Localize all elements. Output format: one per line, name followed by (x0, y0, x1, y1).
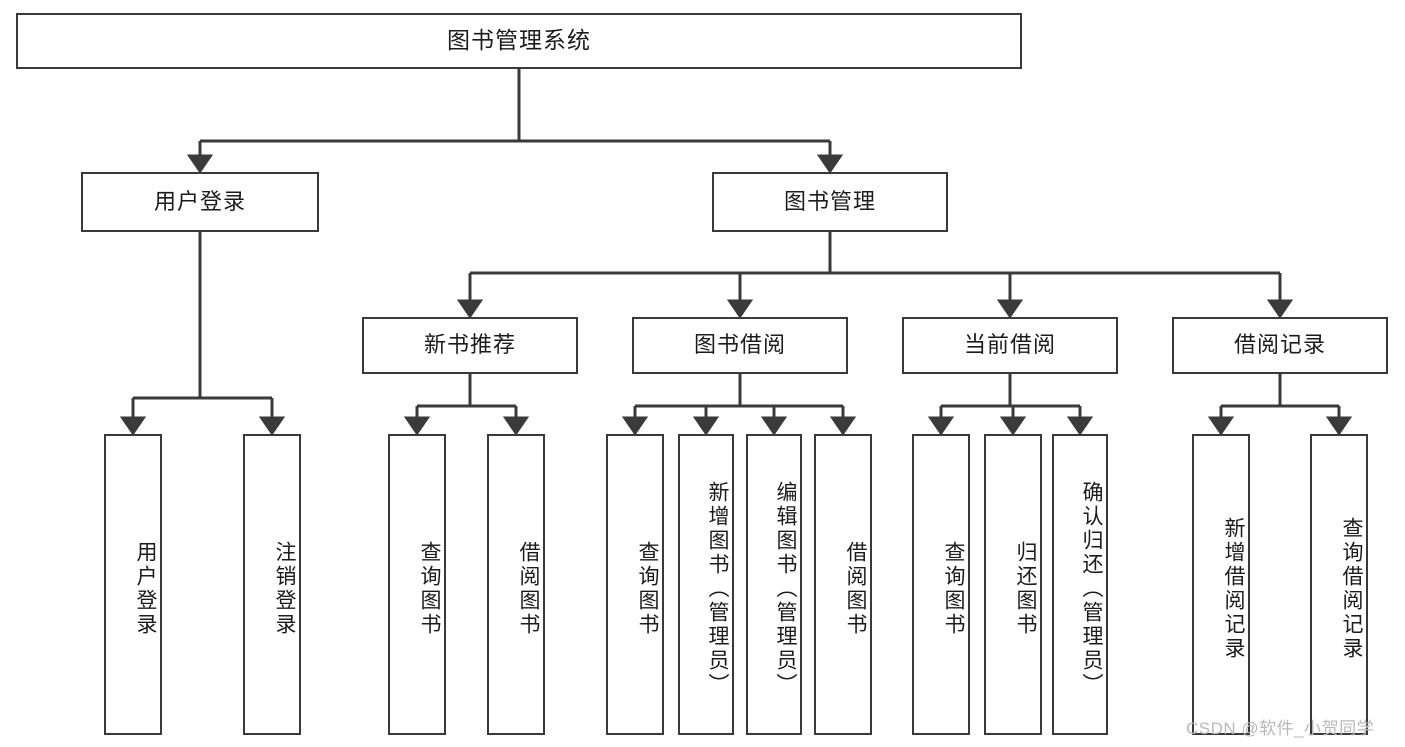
node-label: 用户登录 (153, 188, 246, 214)
leaf-confirm-return-admin[interactable]: 确认归还（管理员） (1052, 434, 1108, 735)
node-label: 注销登录 (273, 540, 296, 637)
csdn-watermark: CSDN @软件_小贺同学 (1186, 719, 1375, 738)
leaf-query-borrow-record[interactable]: 查询借阅记录 (1310, 434, 1368, 735)
node-label: 借阅图书 (844, 540, 867, 637)
leaf-add-book-admin[interactable]: 新增图书（管理员） (678, 434, 734, 735)
node-label: 编辑图书（管理员） (774, 480, 797, 697)
leaf-user-login[interactable]: 用户登录 (104, 434, 162, 735)
node-user-login[interactable]: 用户登录 (81, 172, 319, 232)
leaf-add-borrow-record[interactable]: 新增借阅记录 (1192, 434, 1250, 735)
node-label: 新增借阅记录 (1222, 516, 1245, 661)
leaf-borrow-book-newbook[interactable]: 借阅图书 (487, 434, 545, 735)
node-root-book-management-system[interactable]: 图书管理系统 (16, 13, 1022, 69)
node-label: 当前借阅 (963, 332, 1056, 358)
node-label: 归还图书 (1014, 540, 1037, 637)
leaf-edit-book-admin[interactable]: 编辑图书（管理员） (746, 434, 802, 735)
leaf-logout[interactable]: 注销登录 (243, 434, 301, 735)
node-label: 图书管理系统 (447, 27, 591, 54)
leaf-query-book-current[interactable]: 查询图书 (912, 434, 970, 735)
node-label: 新书推荐 (423, 332, 516, 358)
node-new-book-recommendation[interactable]: 新书推荐 (362, 317, 578, 374)
node-label: 新增图书（管理员） (706, 480, 729, 697)
node-label: 图书借阅 (693, 332, 786, 358)
node-current-borrowing[interactable]: 当前借阅 (902, 317, 1118, 374)
node-book-management[interactable]: 图书管理 (712, 172, 948, 232)
node-label: 查询图书 (418, 540, 441, 637)
node-label: 查询借阅记录 (1340, 516, 1363, 661)
node-book-borrowing[interactable]: 图书借阅 (632, 317, 848, 374)
node-label: 查询图书 (636, 540, 659, 637)
node-label: 借阅图书 (517, 540, 540, 637)
leaf-query-book-newbook[interactable]: 查询图书 (388, 434, 446, 735)
leaf-borrow-book[interactable]: 借阅图书 (814, 434, 872, 735)
node-label: 用户登录 (134, 540, 157, 637)
leaf-return-book[interactable]: 归还图书 (984, 434, 1042, 735)
node-label: 确认归还（管理员） (1080, 480, 1103, 697)
leaf-query-book-borrow[interactable]: 查询图书 (606, 434, 664, 735)
node-label: 查询图书 (942, 540, 965, 637)
node-borrowing-record[interactable]: 借阅记录 (1172, 317, 1388, 374)
node-label: 借阅记录 (1233, 332, 1326, 358)
node-label: 图书管理 (783, 188, 876, 214)
